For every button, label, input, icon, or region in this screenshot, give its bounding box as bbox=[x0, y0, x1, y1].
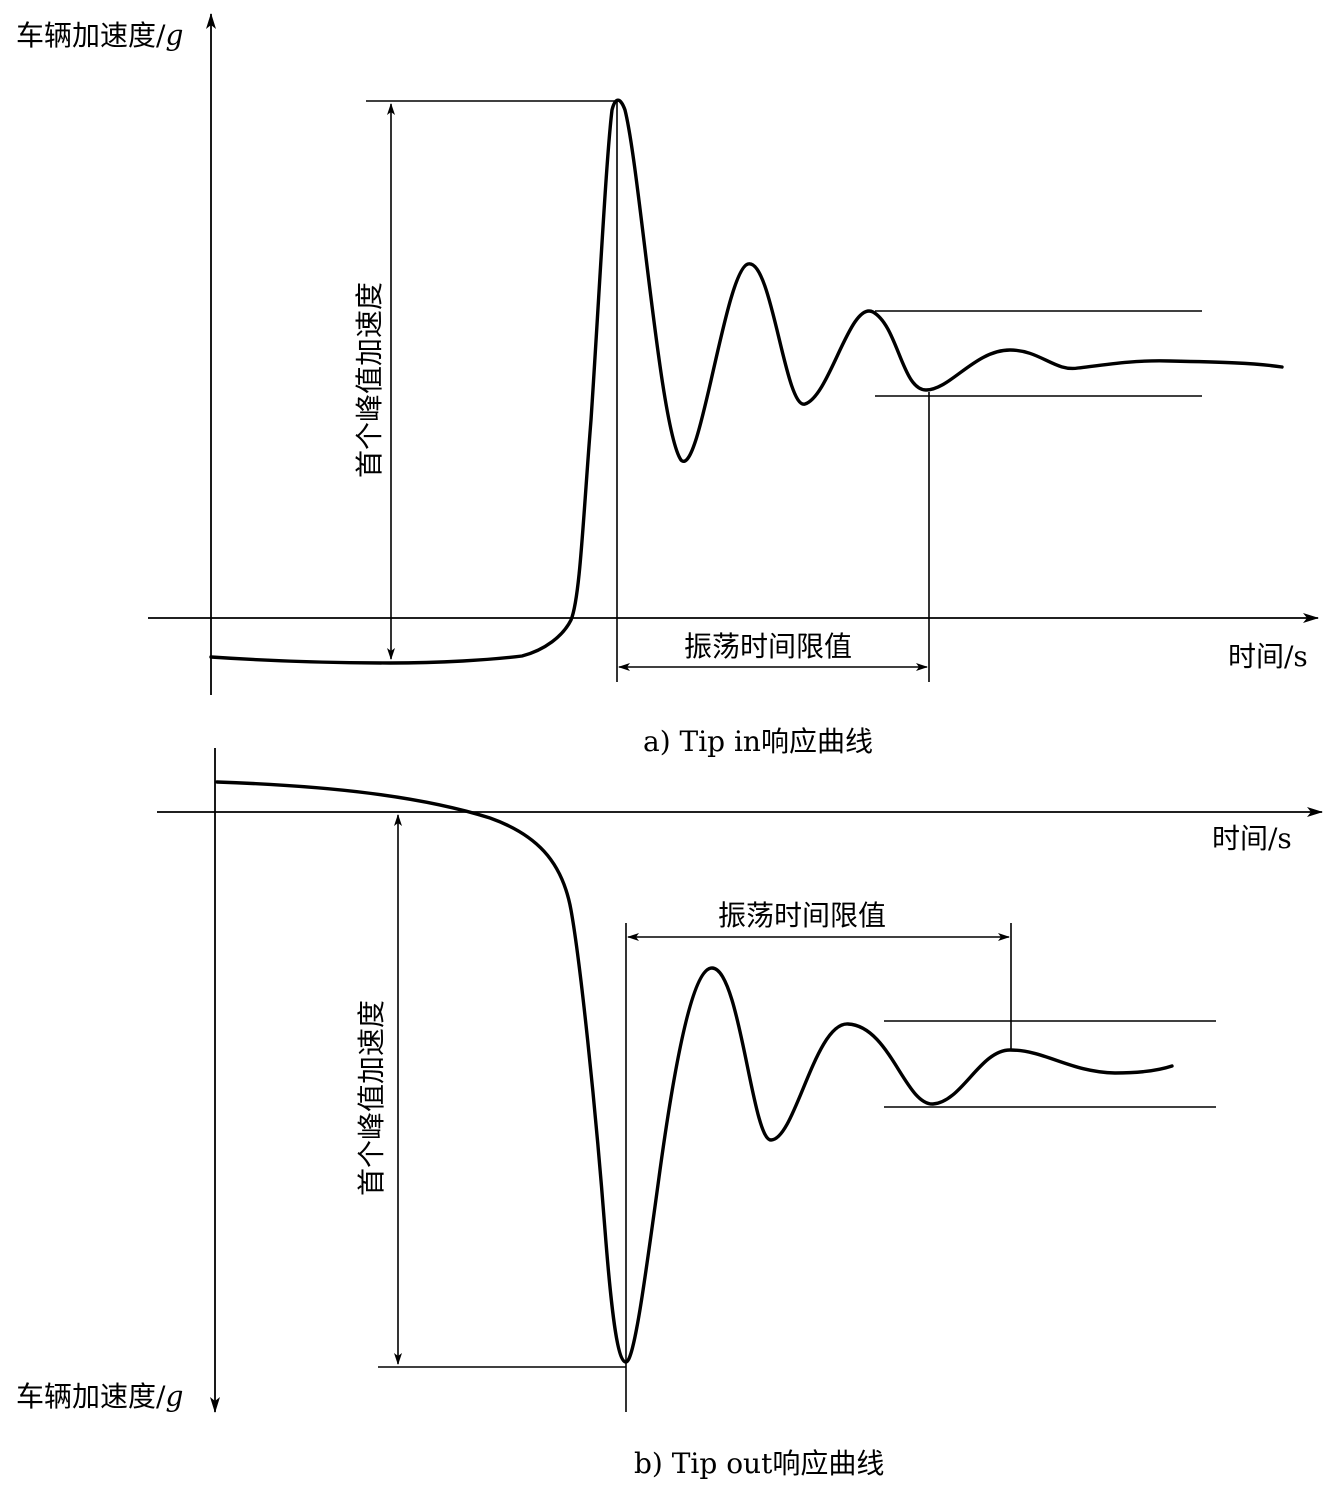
tip-in-x-axis-label: 时间/s bbox=[1228, 640, 1308, 673]
tip-out-caption: b) Tip out响应曲线 bbox=[634, 1447, 884, 1480]
tip-out-diagram: 时间/s 车辆加速度/g 首个峰值加速度 振荡时间限值 bbox=[16, 748, 1323, 1413]
tip-in-oscillation-label: 振荡时间限值 bbox=[684, 630, 852, 663]
tip-out-x-axis-label: 时间/s bbox=[1212, 822, 1292, 855]
tip-in-diagram: 车辆加速度/g 时间/s 首个峰值加速度 振荡时间限值 bbox=[16, 13, 1319, 695]
tip-in-y-axis-label: 车辆加速度/g bbox=[16, 19, 183, 52]
tip-out-y-axis-label: 车辆加速度/g bbox=[16, 1380, 183, 1413]
tip-in-caption: a) Tip in响应曲线 bbox=[643, 725, 873, 758]
tip-in-peak-label: 首个峰值加速度 bbox=[353, 282, 386, 478]
tip-out-peak-label: 首个峰值加速度 bbox=[355, 1000, 388, 1196]
tip-in-response-curve bbox=[209, 98, 1284, 665]
tip-out-oscillation-label: 振荡时间限值 bbox=[718, 899, 886, 932]
tip-out-response-curve bbox=[215, 780, 1174, 1364]
